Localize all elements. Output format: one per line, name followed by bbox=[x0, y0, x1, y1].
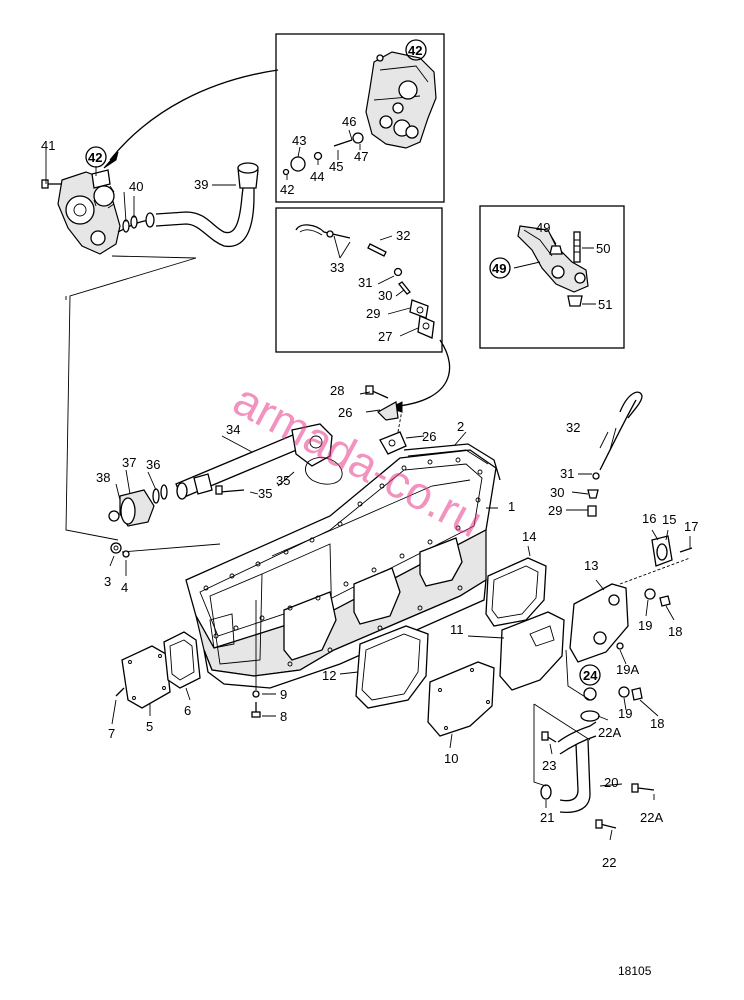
oil-pump bbox=[41, 169, 121, 255]
callout: 37 bbox=[122, 455, 136, 470]
callout: 32 bbox=[566, 420, 580, 435]
callout: 30 bbox=[550, 485, 564, 500]
dipstick-right bbox=[566, 391, 643, 517]
callout-labels: 41 42 40 39 42 46 43 45 44 47 42 32 33 3… bbox=[41, 39, 698, 870]
callout: 44 bbox=[310, 169, 324, 184]
callout: 1 bbox=[508, 499, 515, 514]
callout: 3 bbox=[104, 574, 111, 589]
callout-circled: 24 bbox=[583, 668, 598, 683]
callout: 38 bbox=[96, 470, 110, 485]
callout-circled: 49 bbox=[492, 261, 506, 276]
callout: 13 bbox=[584, 558, 598, 573]
callout: 39 bbox=[194, 177, 208, 192]
dipstick-inset-parts bbox=[295, 224, 435, 339]
callout: 22 bbox=[602, 855, 616, 870]
callout: 4 bbox=[121, 580, 128, 595]
callout: 15 bbox=[662, 512, 676, 527]
callout: 19 bbox=[618, 706, 632, 721]
callout: 19A bbox=[616, 662, 639, 677]
callout: 23 bbox=[542, 758, 556, 773]
suction-pipe bbox=[175, 423, 343, 500]
callout: 34 bbox=[226, 422, 240, 437]
callout: 47 bbox=[354, 149, 368, 164]
callout: 31 bbox=[358, 275, 372, 290]
callout: 20 bbox=[604, 775, 618, 790]
oil-pan bbox=[185, 449, 497, 689]
callout: 35 bbox=[276, 473, 290, 488]
callout: 11 bbox=[450, 622, 464, 637]
inset-box-dipstick bbox=[275, 207, 443, 353]
callout: 30 bbox=[378, 288, 392, 303]
side-cover-10 bbox=[427, 661, 495, 737]
callout: 29 bbox=[366, 306, 380, 321]
callout: 17 bbox=[684, 519, 698, 534]
callout: 33 bbox=[330, 260, 344, 275]
callout: 51 bbox=[598, 297, 612, 312]
callout: 19 bbox=[638, 618, 652, 633]
callout: 35 bbox=[258, 486, 272, 501]
callout: 8 bbox=[280, 709, 287, 724]
callout: 27 bbox=[378, 329, 392, 344]
callout: 9 bbox=[280, 687, 287, 702]
callout: 18 bbox=[650, 716, 664, 731]
pan-gasket bbox=[403, 443, 501, 481]
callout: 31 bbox=[560, 466, 574, 481]
drain-pipe bbox=[533, 649, 655, 841]
callout-circled: 42 bbox=[408, 43, 422, 58]
callout: 29 bbox=[548, 503, 562, 518]
figure-number: 18105 bbox=[618, 964, 652, 978]
side-cover-11 bbox=[499, 611, 565, 691]
inset-box-pickup-bracket bbox=[479, 205, 625, 349]
callout: 16 bbox=[642, 511, 656, 526]
callout: 12 bbox=[322, 668, 336, 683]
callout: 36 bbox=[146, 457, 160, 472]
callout: 41 bbox=[41, 138, 55, 153]
callout: 21 bbox=[540, 810, 554, 825]
callout: 43 bbox=[292, 133, 306, 148]
callout: 46 bbox=[342, 114, 356, 129]
strainer bbox=[108, 484, 168, 527]
callout: 32 bbox=[396, 228, 410, 243]
callout: 26 bbox=[338, 405, 352, 420]
inset-box-oil-pump-cover bbox=[275, 33, 445, 203]
callout-circled: 42 bbox=[88, 150, 102, 165]
oil-pump-cover-inset-parts bbox=[282, 51, 437, 176]
callout: 49 bbox=[536, 220, 550, 235]
callout: 40 bbox=[129, 179, 143, 194]
callout: 28 bbox=[330, 383, 344, 398]
callout: 50 bbox=[596, 241, 610, 256]
callout: 7 bbox=[108, 726, 115, 741]
callout: 5 bbox=[146, 719, 153, 734]
side-cover-13 bbox=[569, 583, 629, 663]
callout: 18 bbox=[668, 624, 682, 639]
callout: 22A bbox=[598, 725, 621, 740]
callout: 26 bbox=[422, 429, 436, 444]
callout: 10 bbox=[444, 751, 458, 766]
callout: 42 bbox=[280, 182, 294, 197]
oil-pipe bbox=[117, 162, 259, 247]
side-gasket-14 bbox=[485, 557, 547, 627]
callout: 2 bbox=[457, 419, 464, 434]
callout: 14 bbox=[522, 529, 536, 544]
callout: 6 bbox=[184, 703, 191, 718]
valve-group bbox=[616, 529, 693, 717]
side-cover-5 bbox=[121, 645, 171, 709]
callout: 22A bbox=[640, 810, 663, 825]
callout: 45 bbox=[329, 159, 343, 174]
pickup-bracket-inset-parts bbox=[517, 225, 589, 307]
